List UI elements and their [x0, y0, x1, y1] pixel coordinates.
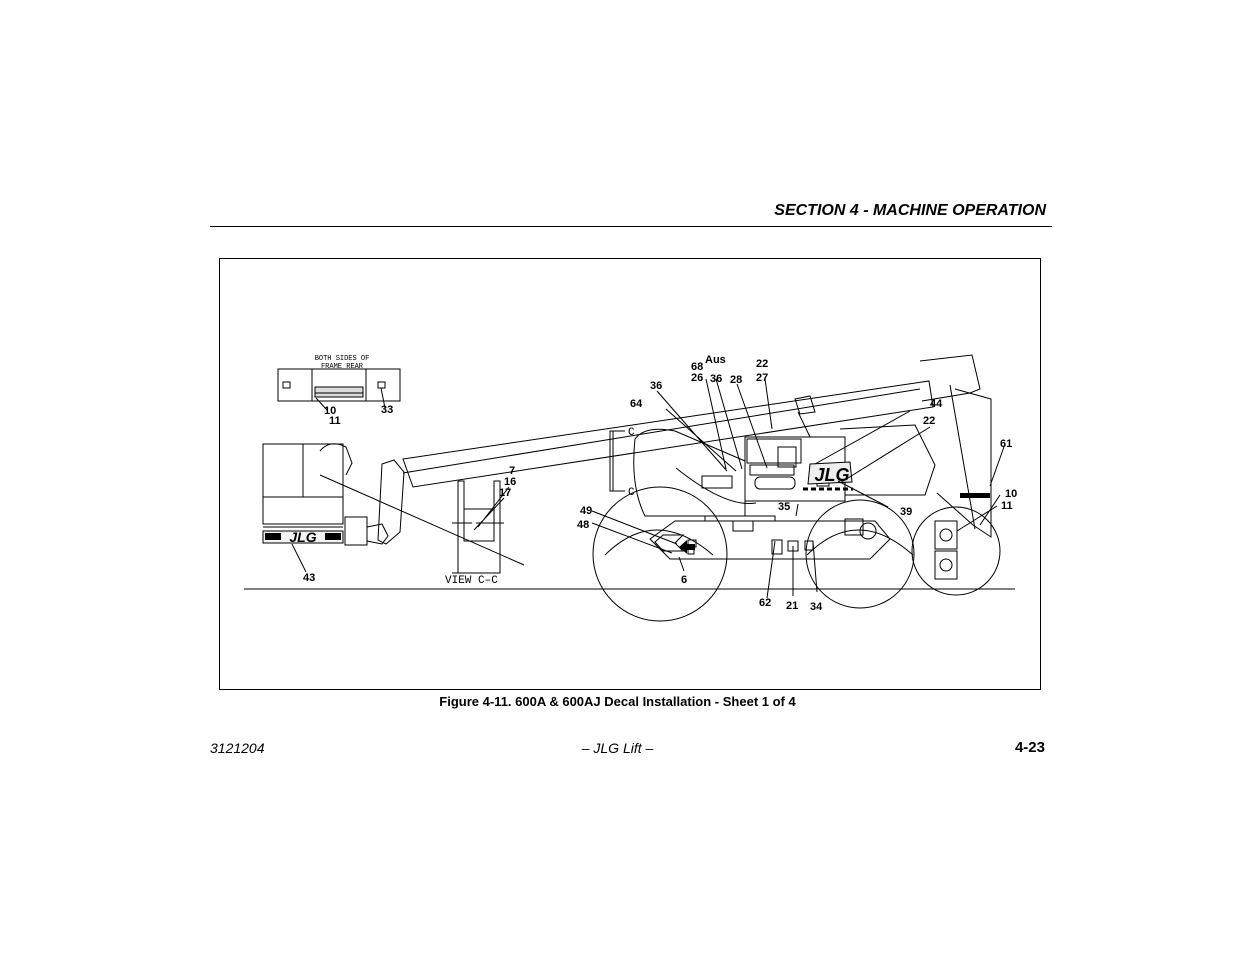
- callout-28: 28: [730, 374, 742, 386]
- frame-rear-inset: [277, 368, 401, 402]
- callout-inset-10: 10: [324, 405, 336, 417]
- callout-21: 21: [786, 600, 798, 612]
- section-title: SECTION 4 - MACHINE OPERATION: [774, 202, 1046, 219]
- telescopic-boom: [402, 380, 934, 488]
- rear-detail-view: [911, 506, 1001, 596]
- callout-27: 27: [756, 372, 768, 384]
- callout-6: 6: [681, 574, 687, 586]
- callout-49: 49: [580, 505, 592, 517]
- callout-44: 44: [930, 398, 943, 410]
- figure-caption: Figure 4-11. 600A & 600AJ Decal Installa…: [439, 694, 796, 709]
- front-wheel: [592, 486, 728, 622]
- callout-aus: Aus: [705, 354, 726, 366]
- callout-inset-33: 33: [381, 404, 393, 416]
- callout-68: 68: [691, 361, 703, 373]
- inset-note-line1: BOTH SIDES OF: [315, 355, 370, 363]
- callout-62: 62: [759, 597, 771, 609]
- callout-17: 17: [499, 487, 511, 499]
- callout-10: 10: [1005, 488, 1017, 500]
- footer-center-text: – JLG Lift –: [581, 740, 654, 756]
- callout-26: 26: [691, 372, 703, 384]
- platform-jlg-logo: JLG: [289, 529, 316, 545]
- callout-22b: 22: [923, 415, 935, 427]
- section-mark-bottom: C: [628, 487, 635, 499]
- inset-note-line2: FRAME REAR: [321, 363, 364, 371]
- callout-39: 39: [900, 506, 912, 518]
- section-mark-top: C: [628, 427, 635, 439]
- callout-inset-11: 11: [329, 415, 341, 427]
- decal-installation-figure: JLG JLG BOTH SIDES OF FRAME REAR VIEW C–…: [219, 258, 1041, 690]
- doc-number: 3121204: [210, 740, 265, 756]
- callout-22a: 22: [756, 358, 768, 370]
- callout-34: 34: [810, 601, 823, 613]
- callout-7: 7: [509, 465, 515, 477]
- rear-stripe-decal: [960, 493, 990, 498]
- arrow-decal-icon: [679, 540, 695, 554]
- callout-36a: 36: [650, 380, 662, 392]
- callout-16: 16: [504, 476, 516, 488]
- view-c-c-frame: [452, 480, 501, 574]
- callout-43: 43: [303, 572, 315, 584]
- chassis: [649, 520, 891, 560]
- callout-11: 11: [1001, 500, 1013, 512]
- view-c-c-label: VIEW C–C: [445, 575, 498, 587]
- callout-48: 48: [577, 519, 589, 531]
- machine-drawing: JLG JLG BOTH SIDES OF FRAME REAR VIEW C–…: [244, 354, 1017, 622]
- turntable-jlg-logo: JLG: [814, 465, 849, 485]
- callout-35: 35: [778, 501, 790, 513]
- page-header: SECTION 4 - MACHINE OPERATION: [210, 202, 1052, 227]
- page-number: 4-23: [1014, 739, 1045, 756]
- callout-61: 61: [1000, 438, 1012, 450]
- platform-decal-stripe: [265, 533, 341, 540]
- callout-36b: 36: [710, 373, 722, 385]
- turntable: [633, 428, 746, 517]
- rear-wheel: [805, 499, 915, 609]
- callout-64: 64: [630, 398, 643, 410]
